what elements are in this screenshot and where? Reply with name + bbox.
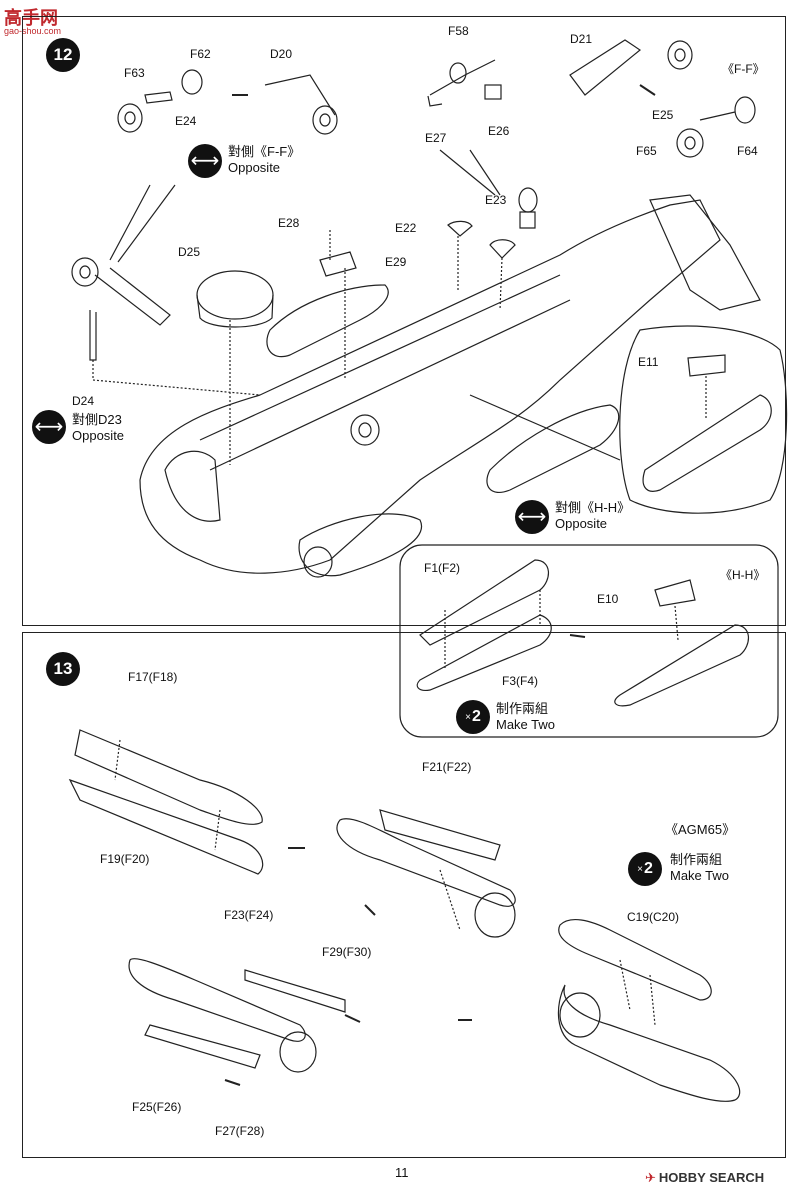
part-label-f62: F62	[190, 47, 211, 61]
part-label-e11: E11	[638, 355, 659, 369]
part-label-f58: F58	[448, 24, 469, 38]
part-label-d21: D21	[570, 32, 593, 46]
missile-assembly-b	[128, 958, 306, 1042]
missile-assembly-final	[557, 984, 741, 1102]
make-two-note-step12: 制作兩組 Make Two	[496, 701, 556, 732]
part-label-e26: E26	[488, 124, 510, 138]
opposite-icon-ff: ⟷	[188, 144, 222, 178]
part-label-f25-f26: F25(F26)	[132, 1100, 182, 1114]
part-label-f27-f28: F27(F28)	[215, 1124, 265, 1138]
part-label-e27: E27	[425, 131, 447, 145]
site-logo-sub: gao-shou.com	[4, 26, 62, 36]
part-label-e24: E24	[175, 114, 197, 128]
part-label-f64: F64	[737, 144, 758, 158]
agm65-label: 《AGM65》	[665, 822, 736, 837]
radome	[196, 270, 274, 320]
step12-frame	[22, 16, 786, 626]
opposite-note-ff: 對側《F-F》 Opposite	[228, 144, 301, 175]
site-logo: 高手网	[4, 8, 58, 29]
part-label-e28: E28	[278, 216, 300, 230]
watermark: ✈HOBBY SEARCH	[645, 1170, 765, 1185]
sponson-left	[266, 284, 389, 358]
step-12-badge: 12	[46, 38, 80, 72]
part-label-e23: E23	[485, 193, 507, 207]
opposite-icon-hh: ⟷	[515, 500, 549, 534]
opposite-note-d23: 對側D23 Opposite	[72, 412, 125, 443]
helicopter-fuselage	[139, 199, 721, 574]
part-label-f21-f22: F21(F22)	[422, 760, 472, 774]
part-label-e29: E29	[385, 255, 407, 269]
page-number: 11	[395, 1165, 409, 1180]
step13-frame	[22, 632, 786, 1158]
opposite-icon-d23: ⟷	[32, 410, 66, 444]
opposite-note-hh: 對側《H-H》 Opposite	[555, 500, 631, 531]
missile-assembly-a	[336, 818, 516, 907]
helicopter-tail	[649, 194, 761, 311]
make-two-note-step13: 制作兩組 Make Two	[670, 852, 730, 883]
view-label-ff: 《F-F》	[722, 62, 765, 76]
part-label-c19-c20: C19(C20)	[627, 910, 680, 924]
missile-f19	[68, 778, 264, 875]
step-13-badge: 13	[46, 652, 80, 686]
part-label-f19-f20: F19(F20)	[100, 852, 150, 866]
part-label-d20: D20	[270, 47, 293, 61]
make-two-badge-step12: ×2	[456, 700, 490, 734]
part-label-d24: D24	[72, 394, 95, 408]
part-label-f65: F65	[636, 144, 657, 158]
auxiliary-tank	[486, 404, 620, 493]
missile-f17	[74, 729, 263, 825]
hobby-search-icon: ✈	[645, 1170, 656, 1185]
part-label-e10: E10	[597, 592, 619, 606]
missile-c19	[558, 918, 712, 1001]
callout-mid-tail	[439, 149, 496, 196]
part-label-f17-f18: F17(F18)	[128, 670, 178, 684]
part-label-e25: E25	[652, 108, 674, 122]
part-label-f63: F63	[124, 66, 145, 80]
view-label-hh: 《H-H》	[720, 568, 766, 582]
callout-left-tail	[109, 184, 151, 261]
part-label-e22: E22	[395, 221, 417, 235]
make-two-badge-step13: ×2	[628, 852, 662, 886]
part-label-f3-f4: F3(F4)	[502, 674, 538, 688]
part-label-f23-f24: F23(F24)	[224, 908, 274, 922]
part-label-d25: D25	[178, 245, 201, 259]
part-label-f29-f30: F29(F30)	[322, 945, 372, 959]
part-label-f1-f2: F1(F2)	[424, 561, 460, 575]
